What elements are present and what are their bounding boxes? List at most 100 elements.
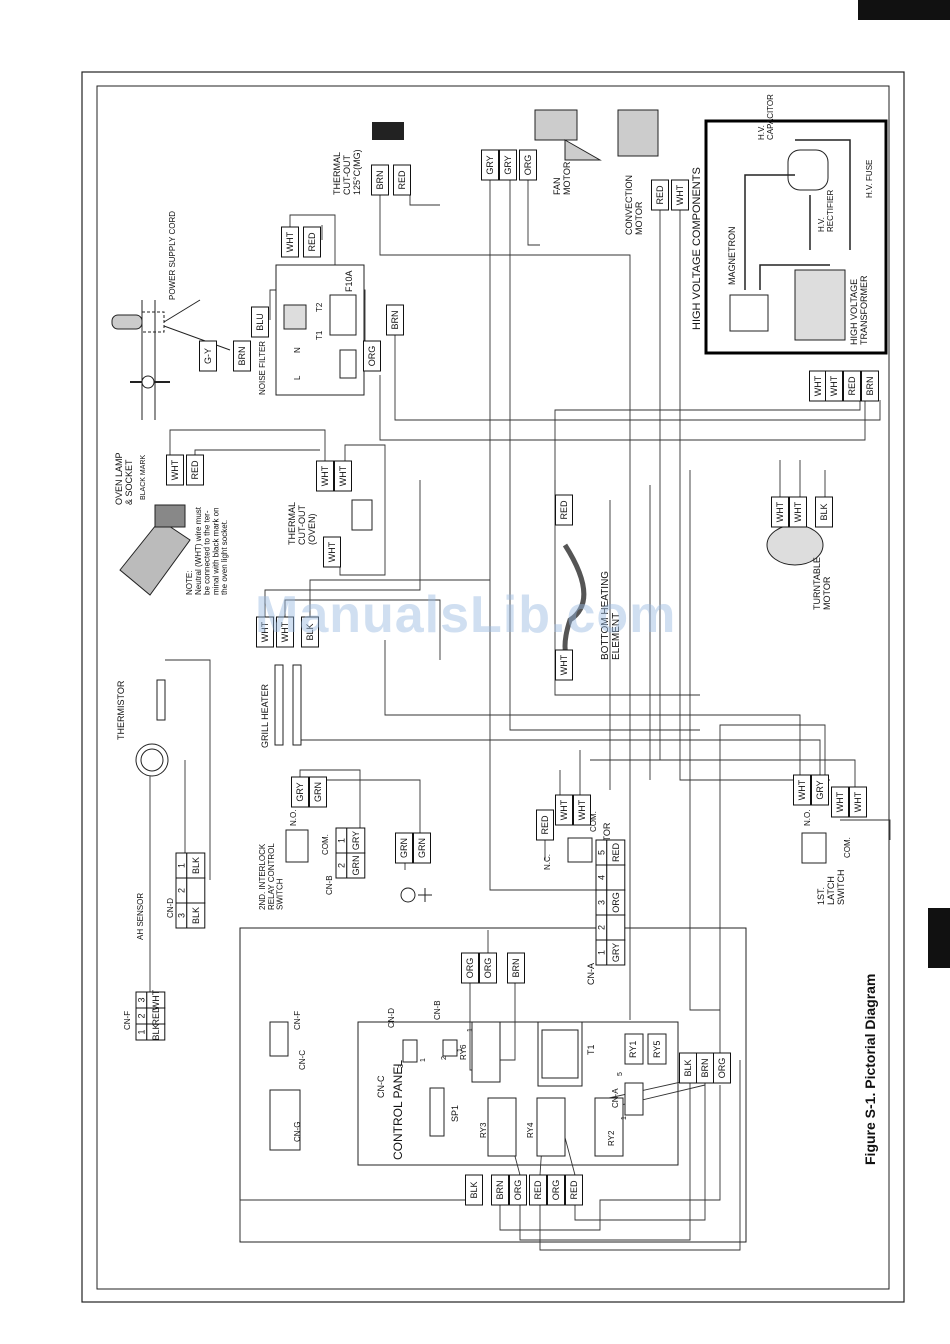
svg-text:BRN: BRN — [511, 958, 521, 977]
cn-a-label: CN-A — [586, 963, 596, 985]
wire-label-wht: WHT — [334, 460, 352, 492]
svg-text:ORG: ORG — [513, 1180, 523, 1201]
svg-text:BLK: BLK — [151, 1023, 161, 1040]
wire-label-red: RED — [393, 164, 411, 196]
cn-g-label: CN-G — [293, 1122, 302, 1142]
svg-text:GRY: GRY — [815, 780, 825, 799]
cn-a-small-graphic — [624, 1082, 644, 1116]
wire-label-wht: WHT — [316, 460, 334, 492]
interlock-switch-graphic — [285, 829, 309, 863]
wire-harness — [149, 180, 891, 1251]
svg-text:GRN: GRN — [313, 782, 323, 802]
svg-text:GRY: GRY — [611, 943, 621, 962]
page-side-tab — [928, 908, 950, 968]
svg-text:1: 1 — [176, 863, 186, 868]
terminal-n: N — [293, 347, 302, 353]
wire-label-blk: BLK — [465, 1174, 483, 1206]
hv-capacitor-label: H.V.CAPACITOR — [757, 94, 775, 140]
cn-d-label: CN-D — [166, 898, 175, 918]
hv-wires — [744, 139, 851, 290]
ry1-graphic — [624, 1033, 644, 1065]
hv-capacitor-graphic — [787, 149, 829, 191]
wire-label-gry: GRY — [811, 774, 829, 806]
fuse-graphic — [283, 304, 307, 330]
wire-label-org: ORG — [547, 1174, 565, 1206]
thermal-cutout-mg-label: THERMALCUT-OUT125°C(MG) — [332, 149, 362, 195]
ry5-graphic — [647, 1033, 667, 1065]
wire-label-red: RED — [565, 1174, 583, 1206]
svg-text:WHT: WHT — [260, 621, 270, 642]
svg-text:RED: RED — [397, 170, 407, 190]
wire-label-blk: BLK — [815, 496, 833, 528]
wire-label-wht: WHT — [276, 616, 294, 648]
svg-text:ORG: ORG — [717, 1058, 727, 1079]
wire-label-wht: WHT — [793, 774, 811, 806]
noise-filter-label: NOISE FILTER — [258, 341, 267, 395]
wire-label-red: RED — [536, 809, 554, 841]
power-cord-label: POWER SUPPLY CORD — [168, 211, 177, 300]
wire-label-brn: BRN — [371, 164, 389, 196]
thermal-cutout-mg-graphic — [372, 122, 404, 140]
svg-text:2: 2 — [136, 1013, 146, 1018]
page-corner-tab — [858, 0, 950, 20]
figure-title: Figure S-1. Pictorial Diagram — [862, 974, 878, 1165]
svg-text:WHT: WHT — [280, 621, 290, 642]
svg-text:WHT: WHT — [775, 501, 785, 522]
svg-text:BLK: BLK — [305, 623, 315, 640]
svg-text:WHT: WHT — [853, 791, 863, 812]
control-panel-pcb — [357, 1021, 679, 1166]
ground-symbol — [400, 887, 432, 903]
wire-label-wht: WHT — [789, 496, 807, 528]
wire-label-wht: WHT — [555, 649, 573, 681]
wire-label-org: ORG — [519, 149, 537, 181]
svg-text:3: 3 — [596, 900, 606, 905]
convection-motor-label: CONVECTIONMOTOR — [624, 175, 644, 235]
svg-text:WHT: WHT — [338, 465, 348, 486]
black-mark-label: BLACK MARK — [140, 455, 147, 500]
grill-heater-graphic — [274, 664, 302, 746]
ry2-graphic — [594, 1097, 624, 1157]
svg-text:WHT: WHT — [797, 779, 807, 800]
svg-text:GRN: GRN — [417, 838, 427, 858]
cn-f-sensor-label: CN-F — [123, 1011, 132, 1030]
cn-d-board-label: CN-D — [387, 1008, 396, 1028]
svg-text:2: 2 — [336, 863, 346, 868]
cn-b-pin-1: 1 — [457, 1048, 464, 1052]
svg-text:GRY: GRY — [295, 782, 305, 801]
ry3-label: RY3 — [479, 1122, 488, 1138]
cn-c-graphic — [269, 1089, 301, 1151]
thermistor-label: THERMISTOR — [116, 680, 126, 740]
interlock-com-label: COM. — [321, 834, 330, 855]
svg-text:1: 1 — [136, 1029, 146, 1034]
svg-text:BRN: BRN — [865, 376, 875, 395]
power-cord-graphic — [111, 299, 231, 420]
ry1-label: RY1 — [628, 1041, 638, 1058]
svg-text:2: 2 — [176, 888, 186, 893]
cn-d-pin-3: 3 — [398, 1064, 405, 1068]
svg-text:WHT: WHT — [835, 791, 845, 812]
magnetron-graphic — [729, 294, 769, 332]
ry4-label: RY4 — [526, 1122, 535, 1138]
svg-text:WHT: WHT — [813, 375, 823, 396]
svg-text:RED: RED — [559, 500, 569, 520]
svg-text:RED: RED — [569, 1180, 579, 1200]
svg-text:ORG: ORG — [483, 958, 493, 979]
control-board-outline — [239, 927, 747, 1243]
cn-a-pin-5: 5 — [617, 1072, 624, 1076]
ry4-graphic — [536, 1097, 566, 1157]
monitor-switch-graphic — [567, 837, 593, 863]
svg-text:BRN: BRN — [700, 1058, 710, 1077]
svg-text:BLK: BLK — [191, 857, 201, 874]
wire-label-org: ORG — [461, 952, 479, 984]
wire-label-gry: GRY — [481, 149, 499, 181]
svg-text:ORG: ORG — [611, 892, 621, 913]
control-panel-label: CONTROL PANEL — [391, 1060, 405, 1160]
svg-text:WHT: WHT — [559, 799, 569, 820]
hv-transformer-label: HIGH VOLTAGETRANSFORMER — [849, 275, 869, 345]
hv-components-label: HIGH VOLTAGE COMPONENTS — [691, 167, 703, 330]
wire-label-brn: BRN — [386, 304, 404, 336]
ry3-graphic — [487, 1097, 517, 1157]
